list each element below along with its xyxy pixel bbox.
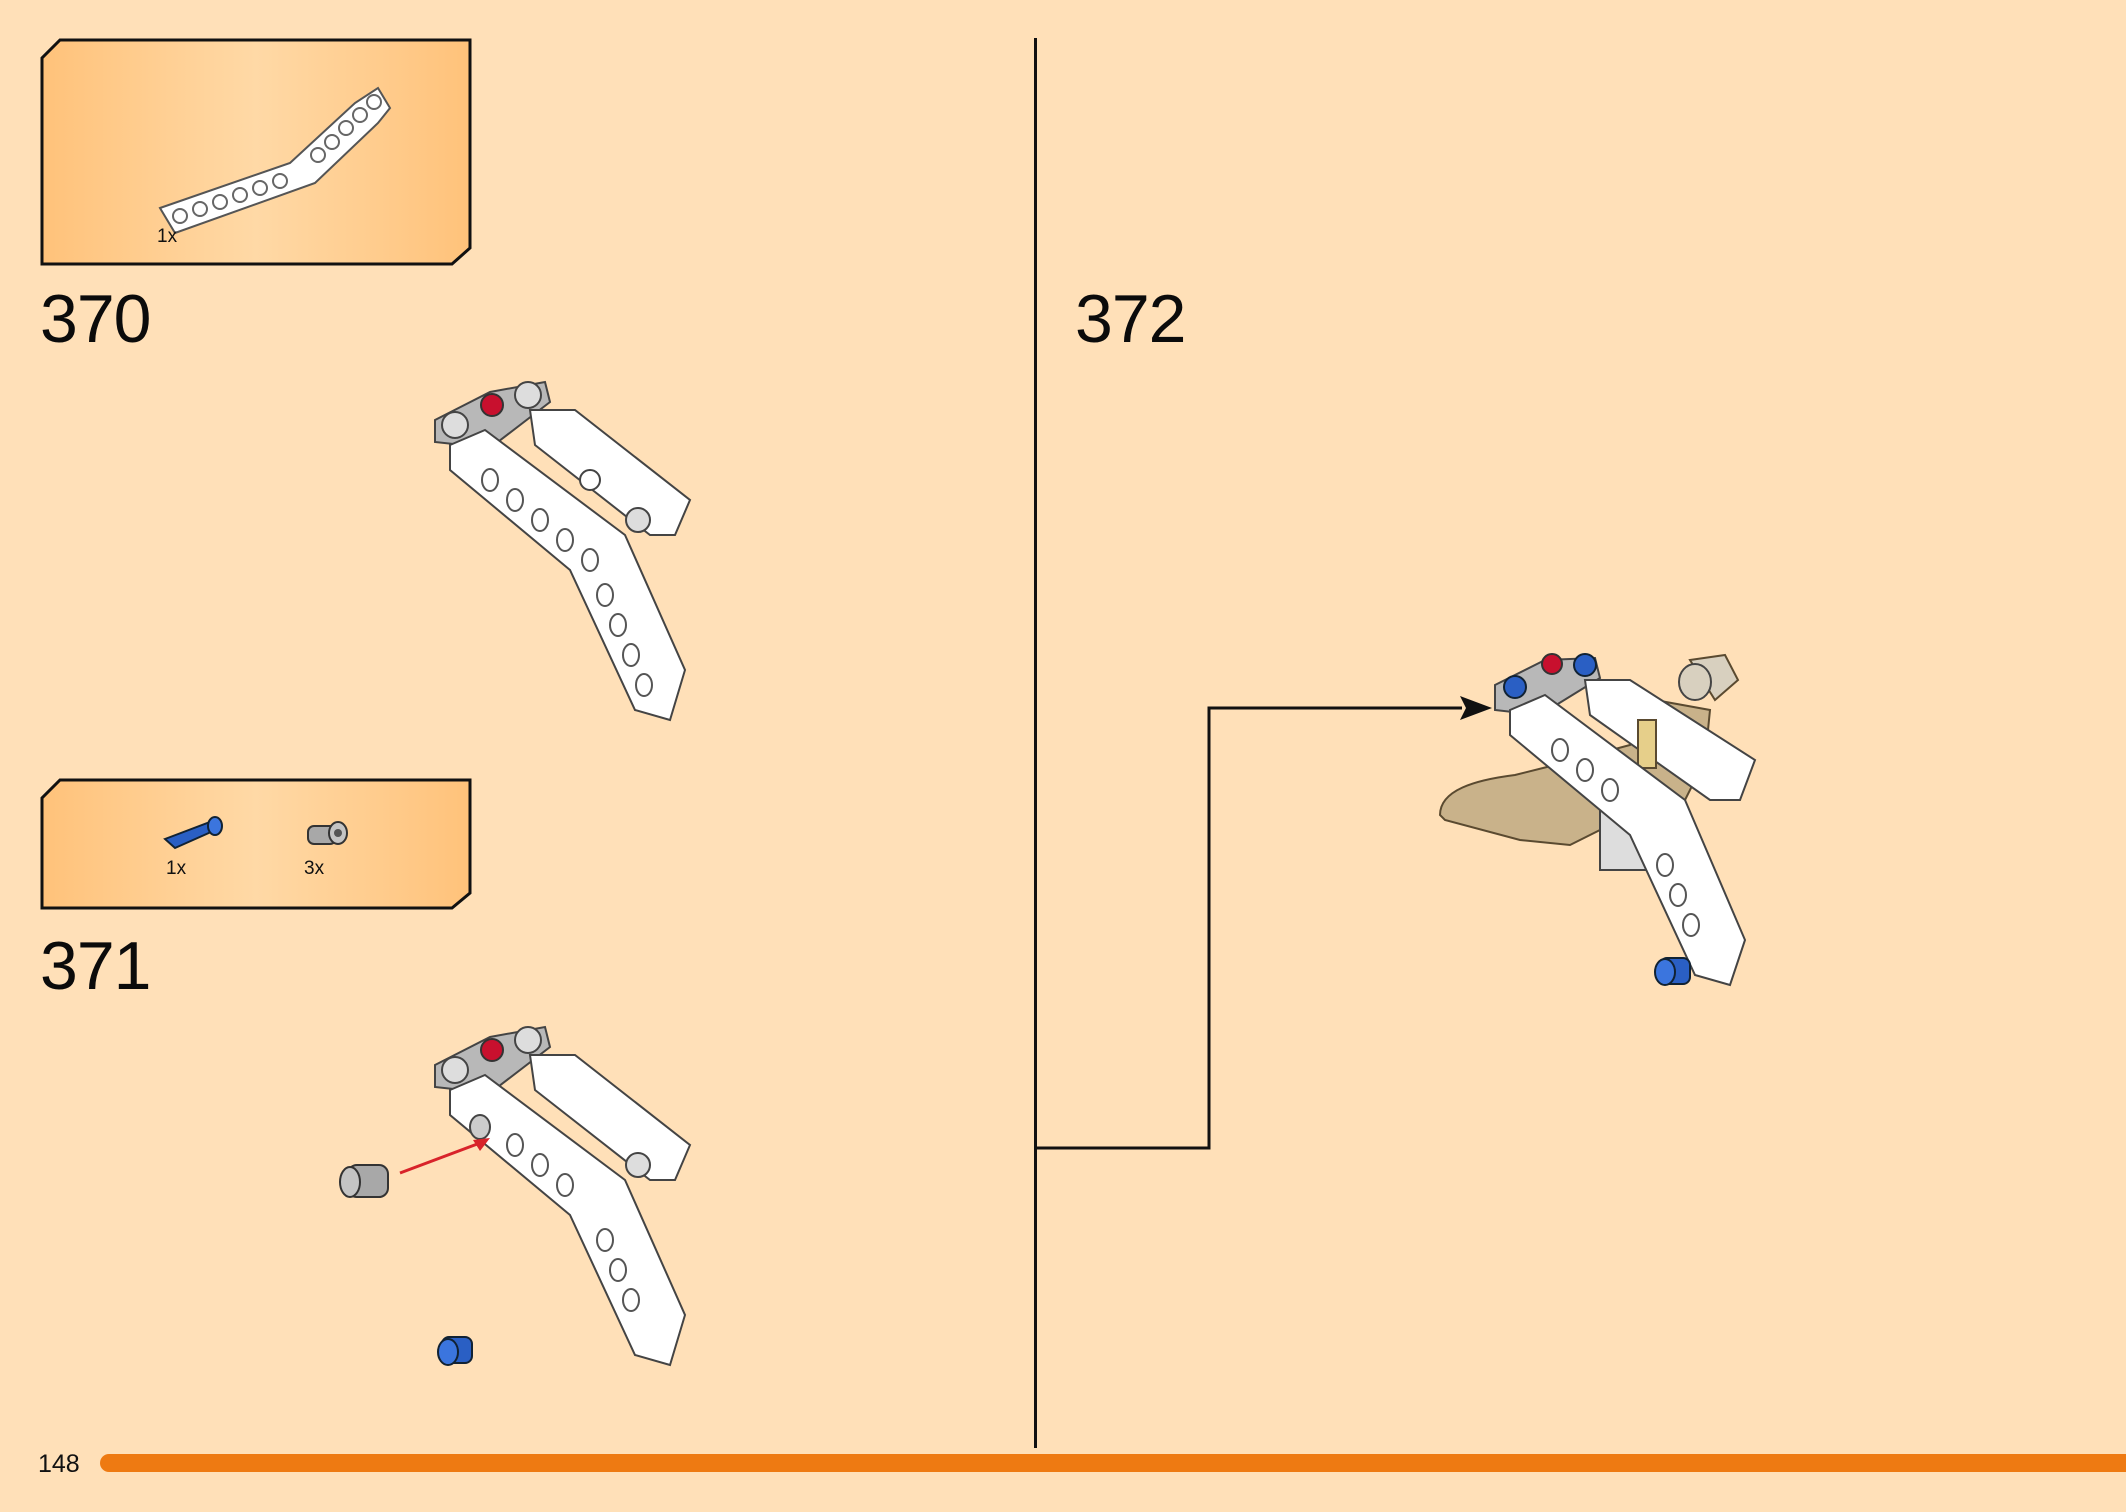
gray-pin-connector-icon xyxy=(307,821,348,845)
step-number-370: 370 xyxy=(40,281,151,357)
step-370-model-illustration xyxy=(434,380,692,722)
step-number-372: 372 xyxy=(1075,281,1186,357)
parts-box-371: 1x 3x xyxy=(40,778,472,912)
part-quantity: 3x xyxy=(304,858,325,879)
step-371-model-illustration xyxy=(339,1025,692,1367)
page-progress-bar xyxy=(100,1454,2126,1472)
page-divider xyxy=(1034,38,1037,1448)
bent-liftarm-part-icon xyxy=(158,86,392,235)
parts-box-frame xyxy=(40,778,472,910)
parts-box-frame xyxy=(40,38,472,266)
step-number-371: 371 xyxy=(40,928,151,1004)
part-quantity: 1x xyxy=(157,226,178,247)
parts-box-370: 1x xyxy=(40,38,472,268)
blue-axle-pin-icon xyxy=(163,816,223,850)
page-number: 148 xyxy=(38,1450,80,1478)
part-quantity: 1x xyxy=(166,858,187,879)
step-372-model-illustration xyxy=(1438,653,1757,987)
